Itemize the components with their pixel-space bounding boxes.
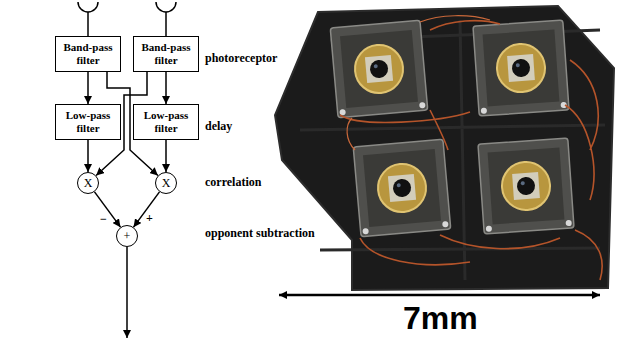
sensor-chip bbox=[473, 20, 569, 116]
signal-connector bbox=[87, 140, 89, 172]
copper-wire bbox=[347, 16, 490, 150]
stage-label: photoreceptor bbox=[205, 52, 277, 66]
signal-connector bbox=[165, 72, 167, 104]
receptor-stem bbox=[165, 12, 167, 36]
multiplier-circle: X bbox=[77, 172, 99, 194]
sensor-chip bbox=[478, 138, 574, 234]
receptor-stem bbox=[87, 12, 89, 36]
multiplier-circle: X bbox=[155, 172, 177, 194]
dimension-label: 7mm bbox=[403, 302, 478, 334]
photoreceptor-symbol bbox=[156, 2, 176, 12]
filter-box: Band-pass filter bbox=[55, 36, 121, 72]
node-text: + bbox=[124, 230, 131, 242]
sign-label: − bbox=[100, 213, 107, 227]
stage-label: correlation bbox=[205, 176, 261, 190]
signal-connector bbox=[165, 140, 167, 172]
node-text: Low-pass filter bbox=[137, 109, 195, 134]
sensor-chip bbox=[330, 20, 428, 118]
node-text: Low-pass filter bbox=[59, 109, 117, 134]
filter-box: Low-pass filter bbox=[133, 104, 199, 140]
output-arrow bbox=[126, 247, 128, 338]
filter-box: Band-pass filter bbox=[133, 36, 199, 72]
copper-wire bbox=[340, 21, 602, 280]
sensor-board bbox=[275, 6, 614, 290]
sign-label: + bbox=[146, 212, 153, 226]
signal-connector bbox=[134, 192, 160, 227]
dimension-arrow bbox=[279, 294, 600, 297]
signal-connector bbox=[87, 72, 89, 104]
stage-label: opponent subtraction bbox=[205, 227, 315, 241]
node-text: Band-pass filter bbox=[137, 41, 195, 66]
signal-connector bbox=[95, 192, 121, 227]
filter-box: Low-pass filter bbox=[55, 104, 121, 140]
stage-label: delay bbox=[205, 120, 232, 134]
node-text: X bbox=[162, 177, 171, 189]
photoreceptor-symbol bbox=[78, 2, 98, 12]
sensor-chip bbox=[353, 139, 451, 237]
board-texture bbox=[300, 20, 605, 280]
sum-circle: + bbox=[116, 225, 138, 247]
node-text: X bbox=[84, 177, 93, 189]
node-text: Band-pass filter bbox=[59, 41, 117, 66]
